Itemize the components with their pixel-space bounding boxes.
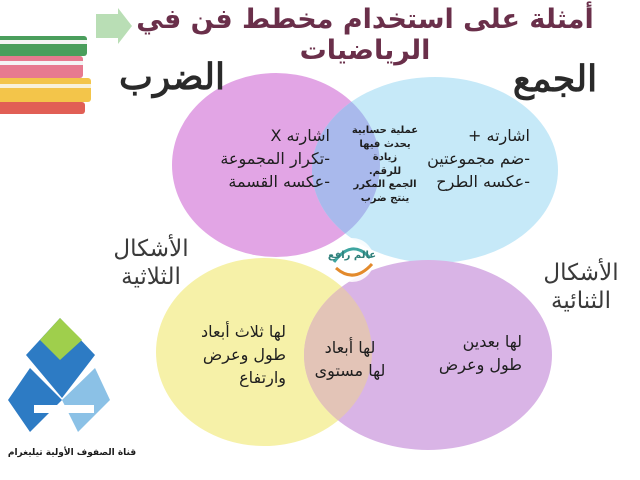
overlap-item: ينتج ضرب bbox=[360, 192, 410, 204]
multiplication-items: اشارته X -تكرار المجموعة -عكسه القسمة bbox=[190, 124, 330, 194]
addition-item: اشارته + bbox=[468, 126, 530, 145]
logo-icon bbox=[8, 318, 110, 432]
two-d-label-line: الأشكال bbox=[543, 260, 619, 286]
books-icon bbox=[0, 36, 91, 114]
multiplication-heading: الضرب bbox=[119, 56, 225, 98]
two-d-item: طول وعرض bbox=[438, 355, 522, 375]
three-d-circle bbox=[156, 258, 372, 446]
watermark-text: عالم رافع bbox=[327, 250, 377, 261]
multiplication-item: اشارته X bbox=[270, 126, 330, 145]
addition-heading: الجمع bbox=[512, 58, 598, 100]
two-d-item: لها بعدين bbox=[462, 332, 522, 351]
three-d-item: وارتفاع bbox=[239, 368, 286, 388]
three-d-label-line: الثلاثية bbox=[121, 263, 181, 290]
two-d-circle bbox=[304, 260, 552, 450]
addition-items: اشارته + -ضم مجموعتين -عكسه الطرح bbox=[426, 124, 530, 194]
overlap-item: لها أبعاد bbox=[324, 338, 376, 357]
three-d-label-line: الأشكال bbox=[113, 236, 189, 262]
overlap-item: الجمع المكرر bbox=[353, 179, 417, 190]
two-d-items: لها بعدين طول وعرض bbox=[418, 330, 522, 376]
overlap-item: لها مستوى bbox=[314, 361, 386, 381]
overlap-item: يحدث فيها زيادة bbox=[359, 138, 411, 164]
three-d-shapes-label: الأشكال الثلاثية bbox=[96, 236, 206, 291]
addition-circle bbox=[312, 77, 558, 263]
addition-item: -عكسه الطرح bbox=[436, 172, 530, 192]
two-d-label-line: الثنائية bbox=[551, 287, 611, 314]
three-d-items: لها ثلاث أبعاد طول وعرض وارتفاع bbox=[176, 320, 286, 390]
addition-item: -ضم مجموعتين bbox=[427, 149, 530, 169]
multiplication-item: -تكرار المجموعة bbox=[220, 149, 330, 169]
overlap-item: للرقم. bbox=[368, 165, 402, 177]
overlap-item: عملية حسابية bbox=[351, 125, 419, 136]
three-d-item: طول وعرض bbox=[202, 345, 286, 365]
watermark-logo bbox=[330, 238, 374, 282]
multiplication-item: -عكسه القسمة bbox=[228, 172, 330, 192]
page-title: أمثلة على استخدام مخطط فن في الرياضيات bbox=[136, 4, 594, 66]
top-overlap-items: عملية حسابية يحدث فيها زيادة للرقم. الجم… bbox=[346, 124, 424, 205]
bottom-overlap-items: لها أبعاد لها مستوى bbox=[304, 336, 396, 382]
arrow-icon bbox=[96, 8, 132, 44]
channel-footer: قناة الصفوف الأولية تيليغرام bbox=[7, 448, 137, 458]
three-d-item: لها ثلاث أبعاد bbox=[201, 322, 286, 341]
two-d-shapes-label: الأشكال الثنائية bbox=[526, 260, 636, 315]
